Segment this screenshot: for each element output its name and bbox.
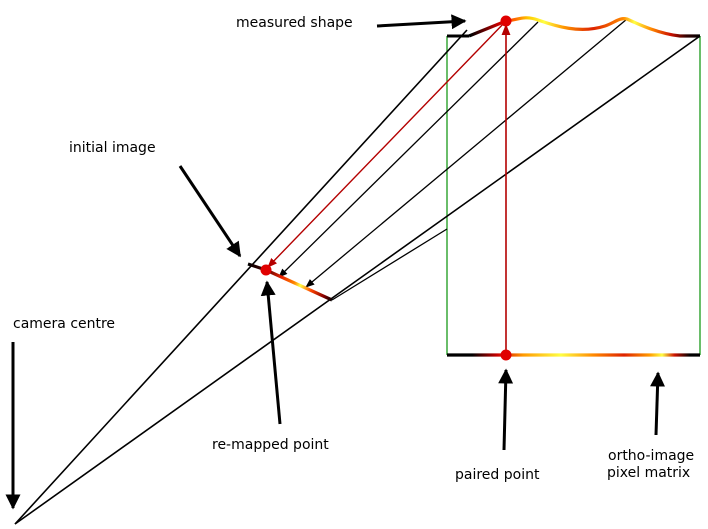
label-remapped-point: re-mapped point: [212, 437, 329, 453]
label-initial-image: initial image: [69, 140, 156, 156]
ray-outer-top: [14, 29, 468, 525]
label-ortho-image: ortho-image: [608, 448, 694, 464]
label-paired-point: paired point: [455, 467, 540, 483]
label-camera-centre: camera centre: [13, 316, 115, 332]
ray-back-2: [305, 18, 628, 288]
label-measured-shape: measured shape: [236, 15, 353, 31]
arrow-measured-shape: [376, 14, 467, 30]
arrow-ortho-image: [650, 371, 666, 436]
measured-shape-point: [500, 15, 512, 27]
paired-point: [500, 349, 512, 361]
measured-shape-left-slope: [468, 19, 507, 38]
measured-shape-curve: [505, 16, 700, 38]
arrow-paired-point: [498, 368, 514, 451]
ray-back-1: [278, 21, 539, 278]
arrow-remapped-point: [260, 280, 282, 425]
arrow-initial-image: [178, 165, 242, 258]
label-pixel-matrix: pixel matrix: [607, 465, 690, 481]
ray-back-image-edge: [331, 228, 448, 301]
ray-outer-bottom: [14, 35, 701, 525]
remapped-point: [260, 264, 272, 276]
projection-arrow-to-image: [267, 20, 507, 268]
